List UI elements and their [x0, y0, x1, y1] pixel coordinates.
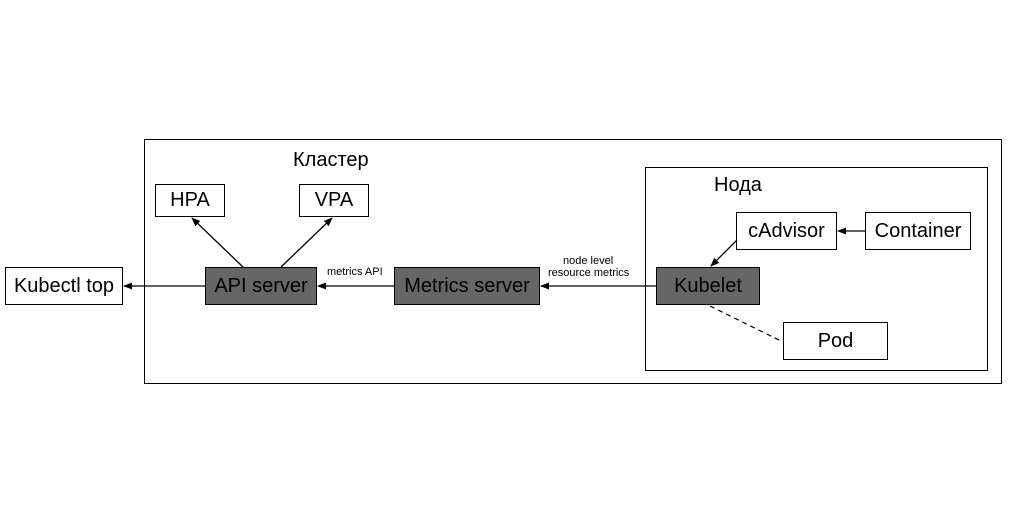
arrow-api-to-vpa	[280, 217, 333, 268]
kubectl-top-box: Kubectl top	[5, 267, 123, 305]
node-metrics-label-line2: resource metrics	[548, 267, 630, 279]
cadvisor-box: cAdvisor	[736, 212, 837, 250]
container-box: Container	[865, 212, 971, 250]
node-title: Нода	[714, 174, 762, 196]
node-frame	[645, 167, 988, 371]
metrics-api-label: metrics API	[327, 266, 383, 278]
api-server-box: API server	[205, 267, 317, 305]
pod-box: Pod	[783, 322, 888, 360]
metrics-server-box: Metrics server	[394, 267, 540, 305]
node-metrics-label-line1: node level	[563, 255, 614, 267]
arrow-cadvisor-to-kubelet	[710, 239, 738, 267]
kubelet-box: Kubelet	[656, 267, 760, 305]
cluster-title: Кластер	[293, 149, 369, 171]
cluster-frame	[144, 139, 1002, 384]
hpa-box: HPA	[155, 184, 225, 217]
vpa-box: VPA	[299, 184, 369, 217]
arrow-api-to-hpa	[191, 217, 244, 268]
dashed-kubelet-to-pod	[709, 305, 784, 343]
